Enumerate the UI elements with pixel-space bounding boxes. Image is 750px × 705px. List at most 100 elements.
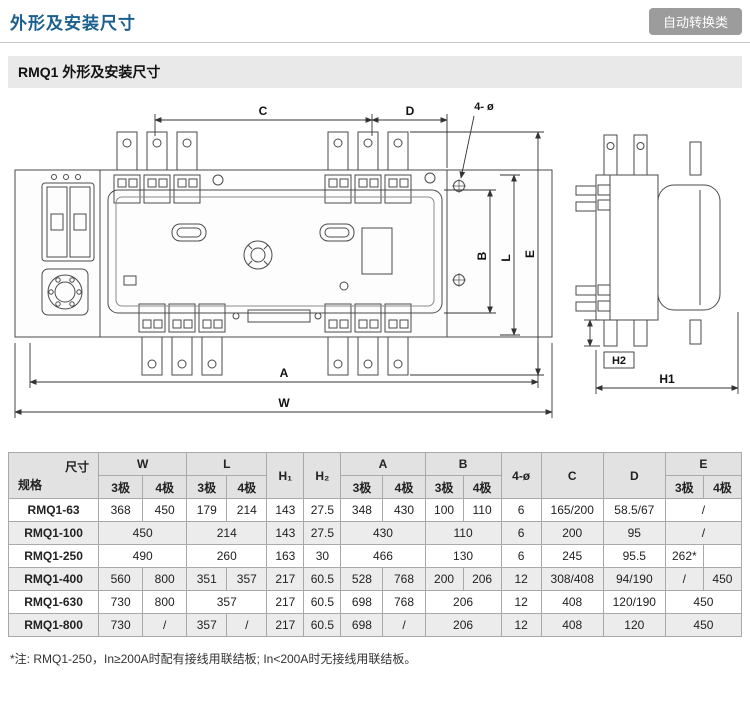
- technical-drawing: C D 4- ø B L E A W: [14, 101, 739, 418]
- col-header: L: [186, 452, 268, 476]
- dim-cell: 245: [540, 544, 604, 568]
- model-cell: RMQ1-250: [7, 544, 100, 568]
- col-header: H₁: [266, 452, 305, 499]
- side-view-dimensions: [584, 312, 739, 394]
- dim-cell: 698: [340, 590, 384, 614]
- dim-cell: 12: [500, 590, 542, 614]
- dim-cell: 206: [462, 567, 502, 591]
- col-subheader: 3极: [98, 475, 144, 499]
- dim-cell: 27.5: [303, 498, 342, 522]
- dim-cell: 206: [424, 613, 502, 637]
- col-subheader: 4极: [382, 475, 426, 499]
- dim-cell: 95.5: [602, 544, 666, 568]
- dim-cell: 27.5: [303, 521, 342, 545]
- dim-cell: 200: [540, 521, 604, 545]
- dim-cell: 12: [500, 567, 542, 591]
- dim-cell: 120: [602, 613, 666, 637]
- page-header: 外形及安装尺寸 自动转换类: [0, 0, 750, 43]
- dim-cell: 450: [142, 498, 188, 522]
- dim-cell: 6: [500, 521, 542, 545]
- dim-label-h1: H1: [659, 372, 675, 386]
- col-header: B: [424, 452, 502, 476]
- dim-cell: 430: [382, 498, 426, 522]
- dim-cell: /: [664, 567, 704, 591]
- dim-cell: 179: [186, 498, 228, 522]
- col-header: 4-ø: [500, 452, 542, 499]
- front-view: [14, 131, 553, 376]
- dim-cell: 130: [424, 544, 502, 568]
- dim-label-l: L: [499, 254, 513, 261]
- dim-label-d: D: [406, 104, 415, 118]
- dim-cell: 560: [98, 567, 144, 591]
- dim-cell: 217: [266, 567, 305, 591]
- dim-cell: 800: [142, 590, 188, 614]
- dim-cell: [702, 544, 743, 568]
- dim-cell: 768: [382, 567, 426, 591]
- dim-cell: 95: [602, 521, 666, 545]
- dim-cell: 368: [98, 498, 144, 522]
- dim-cell: 6: [500, 498, 542, 522]
- dim-cell: 800: [142, 567, 188, 591]
- dim-cell: 30: [303, 544, 342, 568]
- dim-cell: 58.5/67: [602, 498, 666, 522]
- dim-cell: 450: [664, 613, 743, 637]
- dim-label-b: B: [475, 251, 489, 260]
- dim-cell: 163: [266, 544, 305, 568]
- col-subheader: 4极: [226, 475, 268, 499]
- dim-cell: 730: [98, 590, 144, 614]
- dim-cell: /: [664, 498, 743, 522]
- col-subheader: 3极: [186, 475, 228, 499]
- dim-cell: 351: [186, 567, 228, 591]
- dim-cell: 408: [540, 613, 604, 637]
- front-view-dimensions: [14, 114, 553, 418]
- model-cell: RMQ1-400: [7, 567, 100, 591]
- dim-label-e: E: [523, 250, 537, 258]
- dim-cell: /: [382, 613, 426, 637]
- dim-cell: 768: [382, 590, 426, 614]
- dim-cell: 6: [500, 544, 542, 568]
- dim-cell: 450: [702, 567, 743, 591]
- dim-cell: 60.5: [303, 590, 342, 614]
- col-header: C: [540, 452, 604, 499]
- dim-cell: 357: [186, 613, 228, 637]
- dim-cell: 357: [226, 567, 268, 591]
- dim-cell: /: [664, 521, 743, 545]
- page-title: 外形及安装尺寸: [10, 14, 136, 33]
- col-subheader: 4极: [702, 475, 743, 499]
- dim-cell: 60.5: [303, 567, 342, 591]
- dim-label-a: A: [280, 366, 289, 380]
- dim-cell: 730: [98, 613, 144, 637]
- col-header: W: [98, 452, 188, 476]
- dim-cell: 110: [424, 521, 502, 545]
- col-header: E: [664, 452, 743, 476]
- side-view: [575, 134, 721, 347]
- dim-cell: 120/190: [602, 590, 666, 614]
- dim-cell: 143: [266, 521, 305, 545]
- section-title: RMQ1 外形及安装尺寸: [8, 56, 742, 88]
- dim-cell: 206: [424, 590, 502, 614]
- model-cell: RMQ1-63: [7, 498, 100, 522]
- dim-cell: 450: [98, 521, 188, 545]
- dim-cell: 60.5: [303, 613, 342, 637]
- dim-cell: 348: [340, 498, 384, 522]
- model-cell: RMQ1-100: [7, 521, 100, 545]
- dim-cell: /: [142, 613, 188, 637]
- corner-label-spec: 规格: [18, 478, 43, 492]
- col-subheader: 3极: [424, 475, 464, 499]
- col-subheader: 4极: [142, 475, 188, 499]
- dim-cell: 408: [540, 590, 604, 614]
- dim-cell: 143: [266, 498, 305, 522]
- dim-cell: 110: [462, 498, 502, 522]
- dim-cell: 217: [266, 590, 305, 614]
- dim-cell: 12: [500, 613, 542, 637]
- model-cell: RMQ1-630: [7, 590, 100, 614]
- col-header: D: [602, 452, 666, 499]
- corner-label-size: 尺寸: [65, 460, 90, 474]
- category-badge: 自动转换类: [648, 8, 742, 35]
